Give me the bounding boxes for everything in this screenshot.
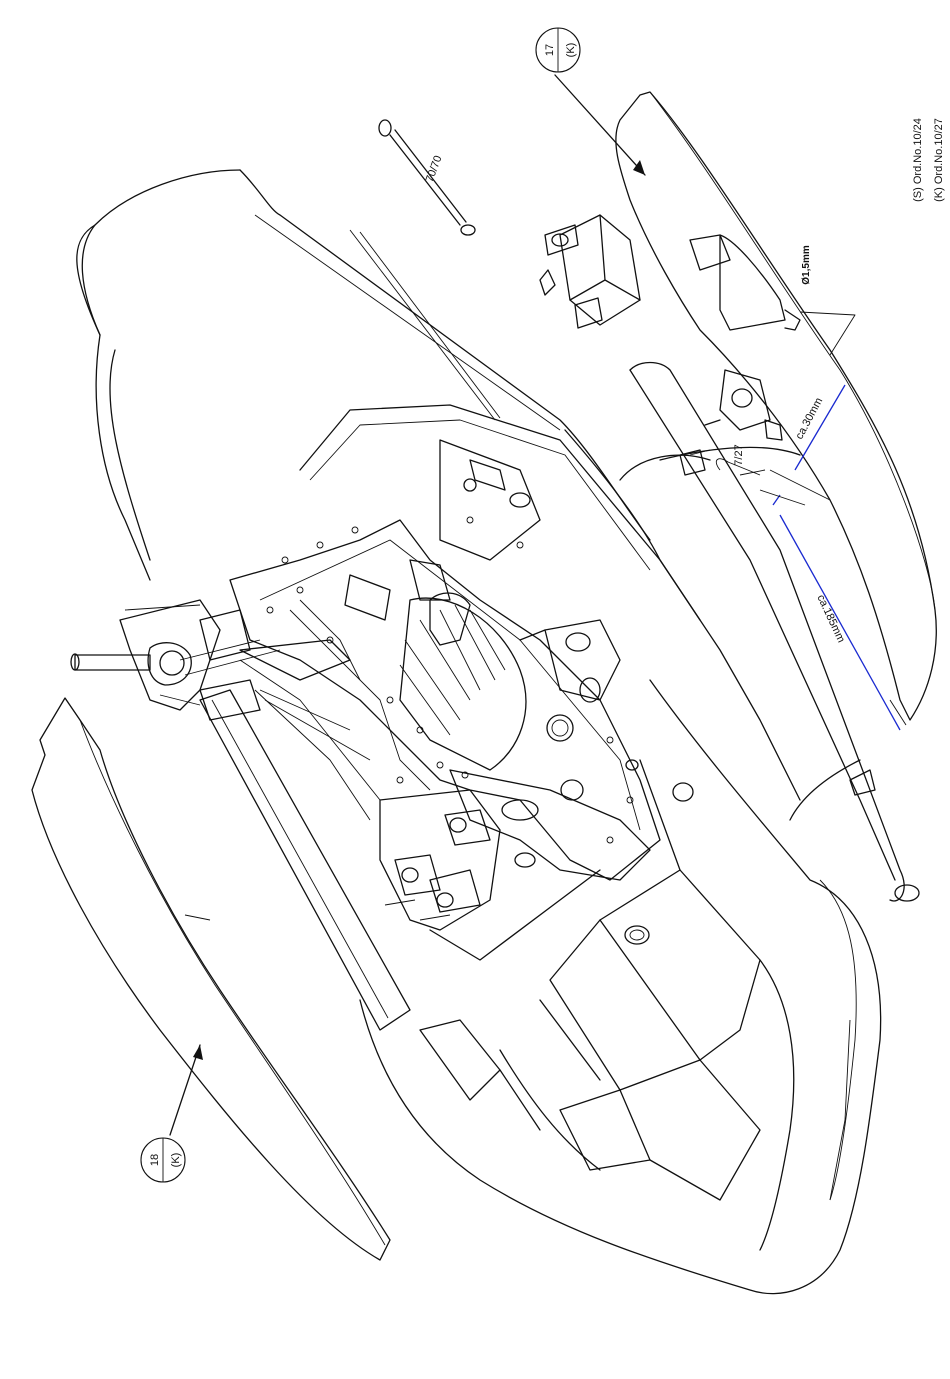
dimension-lines	[716, 312, 906, 730]
label-diameter: Ø1,5mm	[801, 245, 812, 285]
callout-18-number: 18	[149, 1154, 161, 1166]
side-panel-right	[616, 92, 936, 720]
frame-opening	[200, 405, 800, 1030]
callout-18-variant: (K)	[170, 1153, 182, 1168]
svg-text:ca.30mm: ca.30mm	[793, 396, 825, 442]
rotor-head	[71, 600, 370, 760]
plate-holes	[267, 517, 633, 843]
canopy-body	[77, 170, 881, 1294]
svg-text:(S) Ord.No.10/24: (S) Ord.No.10/24	[912, 118, 924, 202]
svg-text:(K): (K)	[565, 43, 577, 58]
mechanics	[230, 440, 660, 930]
callout-17-variant: (K)	[565, 43, 577, 58]
svg-text:70/70: 70/70	[424, 154, 445, 184]
svg-text:Ø1,5mm: Ø1,5mm	[801, 245, 812, 285]
callout-17-number: 17	[544, 44, 556, 56]
tail-boom	[620, 363, 919, 902]
svg-text:(K): (K)	[170, 1153, 182, 1168]
svg-text:17: 17	[544, 44, 556, 56]
label-dim-30: ca.30mm	[793, 396, 825, 442]
label-wire: 7/27	[733, 444, 745, 465]
svg-text:18: 18	[149, 1154, 161, 1166]
label-dim-185: ca.185mm	[814, 593, 847, 645]
side-panel-left	[32, 698, 390, 1260]
label-linkage: 70/70	[424, 154, 445, 184]
svg-text:7/27: 7/27	[733, 444, 745, 465]
servo	[540, 215, 640, 328]
svg-text:ca.185mm: ca.185mm	[814, 593, 847, 645]
ord-number-s: (S) Ord.No.10/24	[912, 118, 924, 202]
svg-text:(K) Ord.No.10/27: (K) Ord.No.10/27	[933, 118, 945, 202]
ord-number-k: (K) Ord.No.10/27	[933, 118, 945, 202]
